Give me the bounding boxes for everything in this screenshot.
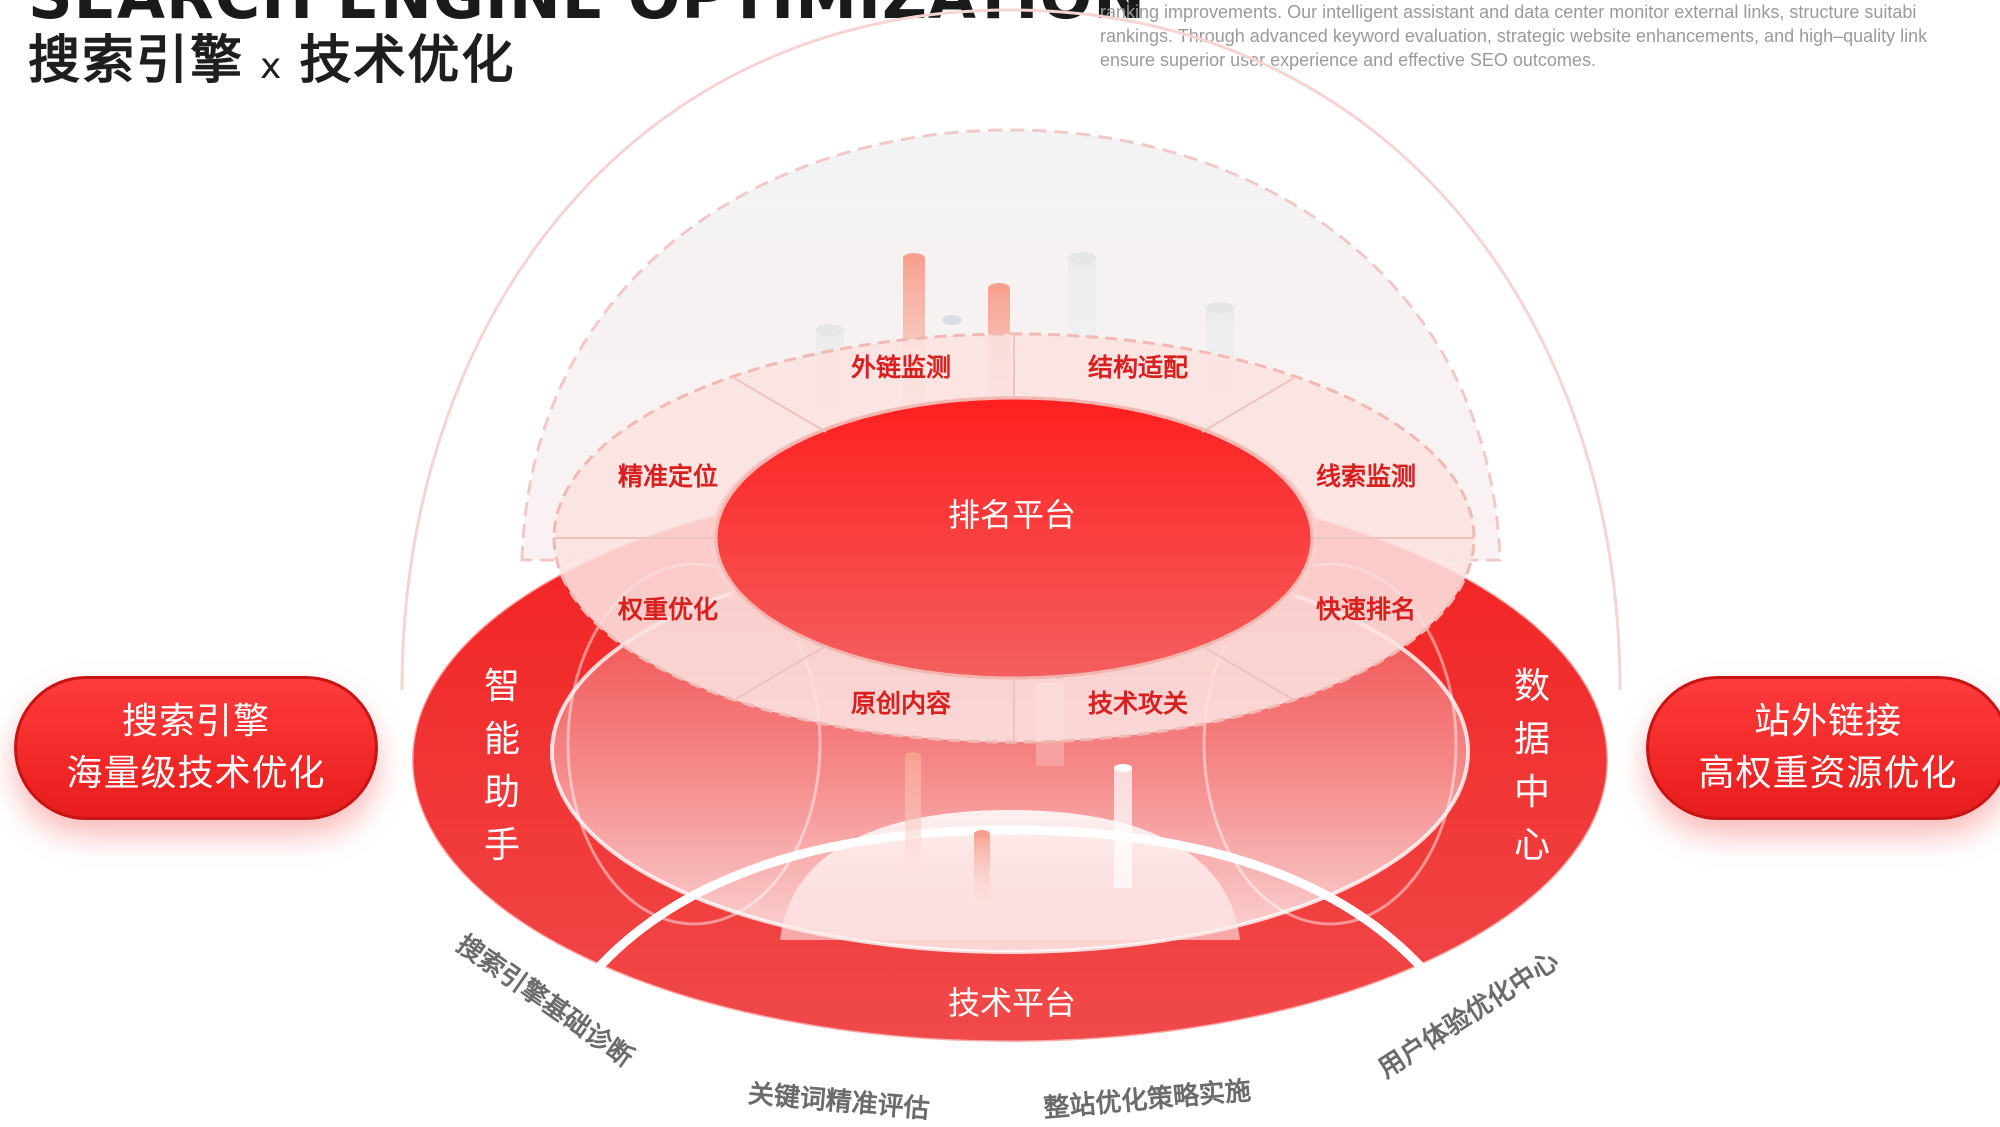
pillar-cap — [988, 283, 1010, 293]
outer-sphere-outline — [400, 8, 1622, 691]
ring-divider — [733, 377, 827, 433]
pill-left-line1: 搜索引擎 — [121, 701, 270, 742]
tech-platform-arc — [596, 825, 1424, 970]
pillar — [1114, 768, 1132, 888]
assistant-char: 能 — [484, 719, 520, 760]
ring-divider — [1201, 645, 1295, 701]
assistant-char: 智 — [484, 666, 520, 707]
pillar-cap — [1068, 252, 1096, 264]
pillar-cap — [1206, 302, 1234, 314]
title-cn-x: x — [260, 46, 284, 87]
ring-label-weight-optimize: 权重优化 — [617, 595, 718, 624]
pill-left-line2: 海量级技术优化 — [66, 753, 326, 794]
title-cn-right: 技术优化 — [299, 31, 516, 91]
title-cn-left: 搜索引擎 — [28, 31, 245, 91]
data-center-char: 数 — [1514, 666, 1550, 707]
description-line: rankings. Through advanced keyword evalu… — [1100, 26, 1928, 46]
tech-platform-label: 技术平台 — [948, 984, 1076, 1022]
pillar-cap — [942, 315, 962, 325]
pillar-cap — [1114, 764, 1132, 772]
ring-divider — [1201, 377, 1295, 433]
pillar-cap — [903, 253, 925, 263]
pill-external-links: 站外链接 高权重资源优化 — [1646, 676, 2000, 820]
pillar-cap — [905, 752, 921, 760]
description: ranking improvements. Our intelligent as… — [1100, 0, 2000, 72]
ring-label-lead-monitor: 线索监测 — [1316, 462, 1416, 491]
description-line: ranking improvements. Our intelligent as… — [1100, 2, 1917, 22]
caption-site-strategy: 整站优化策略实施 — [1042, 1075, 1252, 1124]
description-line: ensure superior user experience and effe… — [1100, 50, 1596, 70]
pillar-cap — [816, 324, 844, 336]
data-center-char: 中 — [1514, 772, 1550, 813]
pill-right-line2: 高权重资源优化 — [1698, 753, 1958, 794]
ring-label-original-content: 原创内容 — [851, 689, 951, 718]
data-center-char: 据 — [1514, 719, 1550, 760]
ring-label-precise-position: 精准定位 — [618, 462, 718, 491]
pill-search-engine: 搜索引擎 海量级技术优化 — [14, 676, 378, 820]
ring-label-backlink-monitor: 外链监测 — [851, 353, 951, 382]
page-title-cn: 搜索引擎 x 技术优化 — [28, 18, 515, 93]
assistant-char: 手 — [484, 825, 520, 866]
ranking-platform-disc — [710, 396, 1318, 684]
page-title-en: SEARCH ENGINE OPTIMIZATION — [28, 0, 1146, 33]
pillar-cap — [974, 830, 990, 838]
ranking-platform-label: 排名平台 — [948, 496, 1076, 534]
pillar — [905, 756, 921, 866]
ring-divider — [733, 645, 827, 701]
caption-keyword-eval: 关键词精准评估 — [747, 1078, 931, 1125]
ring-label-tech-breakthrough: 技术攻关 — [1088, 689, 1188, 718]
ring-label-fast-ranking: 快速排名 — [1316, 595, 1416, 624]
pillar — [974, 834, 990, 904]
ring-label-structure-adapt: 结构适配 — [1088, 353, 1188, 382]
pill-right-line1: 站外链接 — [1753, 701, 1902, 742]
assistant-char: 助 — [484, 772, 520, 813]
ring-dividers — [554, 334, 1474, 742]
data-center-char: 心 — [1514, 825, 1550, 866]
